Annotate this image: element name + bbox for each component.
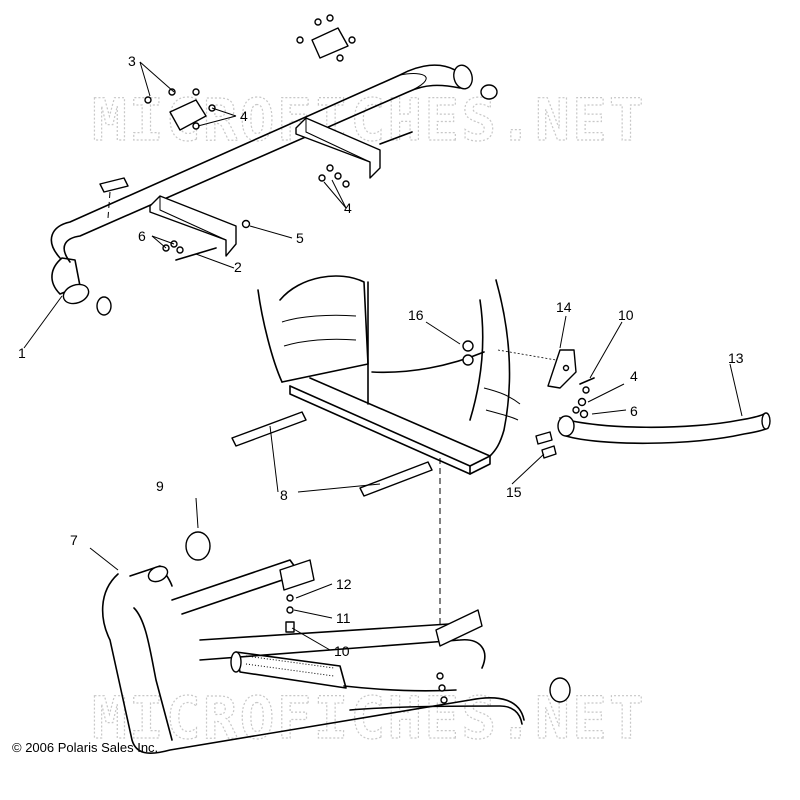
callout-3: 3 <box>128 53 136 69</box>
bracket-right <box>295 117 381 179</box>
lower-bracket <box>279 559 483 704</box>
callout-8: 8 <box>280 487 288 503</box>
leader-lines <box>23 61 743 651</box>
callout-7: 7 <box>70 532 78 548</box>
callout-4-mid: 4 <box>344 200 352 216</box>
callout-6-right: 6 <box>630 403 638 419</box>
callout-11: 11 <box>336 610 351 626</box>
callout-12: 12 <box>336 576 352 592</box>
hardware-right <box>462 340 595 459</box>
hardware-upper <box>162 131 413 261</box>
callout-2: 2 <box>234 259 242 275</box>
decal-tag <box>99 177 129 193</box>
vehicle-frame <box>257 275 521 475</box>
callout-4-top: 4 <box>240 108 248 124</box>
end-cap-left <box>96 296 112 316</box>
callout-10-right: 10 <box>618 307 634 323</box>
callout-4-right: 4 <box>630 368 638 384</box>
skid-strip-left <box>231 411 307 447</box>
end-cap-right <box>480 84 498 100</box>
callout-13: 13 <box>728 350 744 366</box>
side-tube-13 <box>557 412 771 445</box>
callout-14: 14 <box>556 299 572 315</box>
copyright-notice: © 2006 Polaris Sales Inc. <box>12 740 159 755</box>
clamp-plate-left <box>144 88 216 131</box>
lower-step-bar <box>101 559 525 754</box>
callout-16: 16 <box>408 307 424 323</box>
callout-15: 15 <box>506 484 522 500</box>
mount-bracket-14 <box>497 349 577 389</box>
upper-bumper-tube <box>50 64 473 305</box>
bracket-left <box>149 195 237 257</box>
end-cap-9 <box>185 531 211 561</box>
clamp-plate-right <box>296 14 356 62</box>
skid-strip-right <box>359 461 433 497</box>
callout-6-left: 6 <box>138 228 146 244</box>
callout-5: 5 <box>296 230 304 246</box>
callout-10-lower: 10 <box>334 643 350 659</box>
callout-9: 9 <box>156 478 164 494</box>
callout-1: 1 <box>18 345 26 361</box>
end-cap-lower-right <box>549 677 571 703</box>
